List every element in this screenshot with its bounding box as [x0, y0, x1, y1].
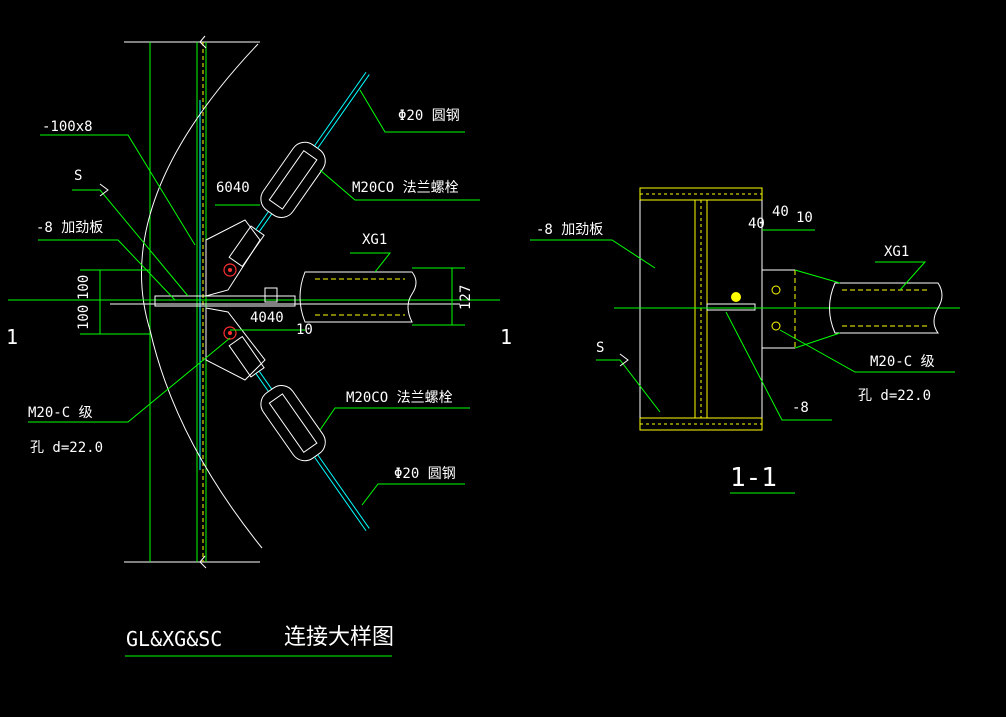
title-text: 连接大样图 [284, 625, 394, 650]
label-stiffener-left: -8 加劲板 [36, 220, 103, 236]
label-bolt-grade-right: M20-C 级 [870, 354, 935, 370]
bolt-bottom [223, 326, 237, 340]
bolt-bottom-center [228, 331, 232, 335]
label-section-left: 1 [6, 325, 18, 349]
leader-weld-right [596, 359, 661, 413]
leader-weld [72, 189, 189, 297]
label-rod-bottom: Φ20 圆钢 [394, 466, 456, 482]
lower-turnbuckle-body [268, 393, 318, 453]
label-turnbuckle-top: M20CO 法兰螺栓 [352, 180, 459, 196]
label-stiffener-right: -8 加劲板 [536, 222, 603, 238]
label-turnbuckle-bottom: M20CO 法兰螺栓 [346, 390, 453, 406]
gusset-plate [154, 295, 296, 307]
leader-stiffener-right [530, 239, 656, 269]
leader-xg-left [350, 252, 392, 273]
upper-rod-c [313, 71, 367, 147]
label-hole-right: 孔 d=22.0 [858, 388, 931, 404]
bolt-yellow [731, 292, 741, 302]
xg-pipe-right [829, 282, 943, 334]
bolt-top [223, 263, 237, 277]
column-arc [140, 43, 263, 549]
label-plate-left: -100x8 [42, 119, 93, 135]
label-section-title: 1-1 [730, 463, 777, 493]
lower-rod-b [255, 373, 269, 392]
leader-plate-right [725, 311, 832, 421]
break-mark-top [199, 35, 207, 49]
weld-symbol-left [99, 183, 109, 197]
pipe-taper-bottom [794, 332, 841, 349]
label-dim-10-right: 10 [796, 210, 813, 226]
weld-symbol-right [619, 353, 629, 367]
label-dim-6040: 6040 [216, 180, 250, 196]
label-dim-100-b: 100 [76, 275, 92, 300]
leader-xg-right [875, 261, 927, 291]
lower-rod-a [258, 370, 273, 390]
leader-plate [40, 134, 196, 246]
label-dim-100-a: 100 [76, 305, 92, 330]
label-xg-left: XG1 [362, 232, 387, 248]
end-bolt-top [771, 285, 781, 295]
leader-stiffener [38, 239, 176, 301]
label-dim-4040: 4040 [250, 310, 284, 326]
lower-rod-c [317, 454, 370, 529]
break-mark-bottom [199, 555, 207, 569]
left-elevation-view [8, 35, 500, 569]
leader-bolt-right [779, 329, 955, 373]
upper-turnbuckle [260, 141, 326, 218]
upper-rod-assembly [228, 71, 370, 268]
label-dim-10-left: 10 [296, 322, 313, 338]
right-section-view [530, 187, 960, 494]
title-code: GL&XG&SC [126, 627, 222, 651]
upper-gusset [205, 219, 261, 297]
label-plate-right: -8 [792, 400, 809, 416]
connection-plate [706, 303, 756, 311]
label-bolt-grade-left: M20-C 级 [28, 405, 93, 421]
lower-turnbuckle [260, 385, 326, 462]
leader-rod-top [359, 89, 465, 133]
upper-turnbuckle-body [268, 150, 318, 210]
lower-clevis [228, 335, 265, 378]
end-bolt-bottom [771, 321, 781, 331]
upper-clevis [228, 225, 265, 268]
label-weld-left: S [74, 168, 82, 184]
lower-rod-assembly [228, 335, 370, 532]
xg-pipe [299, 271, 417, 323]
label-hole-left: 孔 d=22.0 [30, 440, 103, 456]
leader-rod-bottom [361, 483, 465, 506]
bolt-head-center [264, 287, 278, 303]
pipe-taper-top [794, 269, 841, 284]
label-weld-right: S [596, 340, 604, 356]
leader-turnbuckle-top [319, 169, 480, 201]
label-dim-40-a: 40 [748, 216, 765, 232]
leader-turnbuckle-bottom [319, 407, 470, 431]
leader-bolt-left [28, 337, 231, 423]
bolt-top-center [228, 268, 232, 272]
label-rod-top: Φ20 圆钢 [398, 108, 460, 124]
label-xg-right: XG1 [884, 244, 909, 260]
lower-rod-d [313, 456, 367, 532]
label-section-right: 1 [500, 325, 512, 349]
upper-rod-a [255, 211, 269, 230]
upper-rod-b [258, 213, 273, 233]
lower-gusset [205, 307, 266, 381]
upper-rod-d [317, 74, 370, 149]
label-dim-127: 127 [458, 285, 474, 310]
label-dim-40-b: 40 [772, 204, 789, 220]
